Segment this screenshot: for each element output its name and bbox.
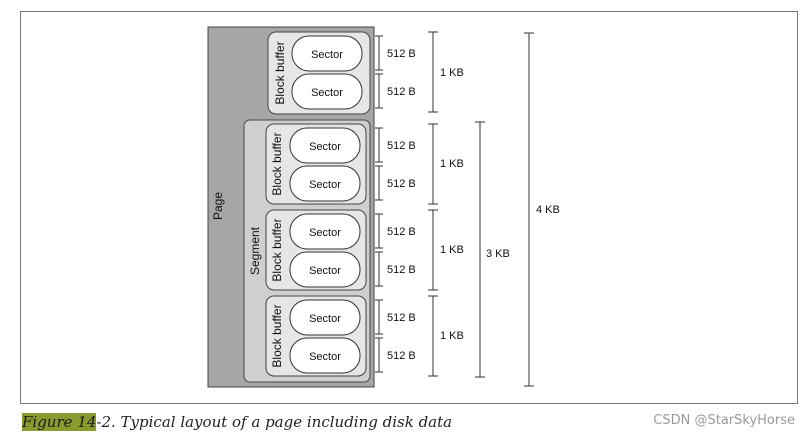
figure-suffix: -2. <box>96 413 116 431</box>
sector-label: Sector <box>309 351 341 363</box>
page-size-label: 4 KB <box>536 204 560 216</box>
sector-size-label: 512 B <box>387 264 416 276</box>
sector-label: Sector <box>311 87 343 99</box>
sector-size-label: 512 B <box>387 48 416 60</box>
sector-shape <box>289 251 361 288</box>
figure-frame <box>20 11 798 404</box>
segment-size-marker <box>475 121 485 378</box>
sector-shape <box>289 337 361 374</box>
sector-shape <box>289 213 361 250</box>
sector-size-label: 512 B <box>387 312 416 324</box>
sector-label: Sector <box>309 179 341 191</box>
block-buffer-3: Block buffer Sector Sector <box>265 209 367 291</box>
segment-label: Segment <box>248 226 262 275</box>
sector-size-label: 512 B <box>387 140 416 152</box>
sector-label: Sector <box>309 313 341 325</box>
block-buffer-2: Block buffer Sector Sector <box>265 123 367 205</box>
sector-label: Sector <box>309 227 341 239</box>
block-buffer-label: Block buffer <box>273 41 287 104</box>
figure-ref: Figure 14 <box>22 413 97 431</box>
block-buffer-label: Block buffer <box>270 132 284 195</box>
sector-shape <box>289 165 361 202</box>
sector-label: Sector <box>309 265 341 277</box>
block-size-label: 1 KB <box>440 244 464 256</box>
sector-size-markers <box>375 35 383 373</box>
page-size-marker <box>524 32 534 387</box>
figure-caption: Figure 14-2. Typical layout of a page in… <box>22 412 452 432</box>
caption-text: Typical layout of a page including disk … <box>115 413 453 431</box>
block-buffer-label: Block buffer <box>270 304 284 367</box>
block-buffer-4: Block buffer Sector Sector <box>265 295 367 377</box>
watermark: CSDN @StarSkyHorse <box>653 413 795 428</box>
block-size-markers <box>428 31 438 377</box>
block-size-label: 1 KB <box>440 330 464 342</box>
sector-shape <box>289 299 361 336</box>
sector-size-label: 512 B <box>387 350 416 362</box>
block-size-label: 1 KB <box>440 67 464 79</box>
sector-size-label: 512 B <box>387 178 416 190</box>
sector-size-label: 512 B <box>387 86 416 98</box>
page-label: Page <box>211 192 225 220</box>
block-buffer-label: Block buffer <box>270 218 284 281</box>
sector-shape <box>289 127 361 164</box>
sector-label: Sector <box>311 49 343 61</box>
block-size-label: 1 KB <box>440 158 464 170</box>
block-buffer-1: Block buffer Sector Sector <box>267 31 371 115</box>
segment-size-label: 3 KB <box>486 248 510 260</box>
sector-shape <box>291 73 363 110</box>
sector-shape <box>291 35 363 72</box>
sector-size-label: 512 B <box>387 226 416 238</box>
sector-label: Sector <box>309 141 341 153</box>
